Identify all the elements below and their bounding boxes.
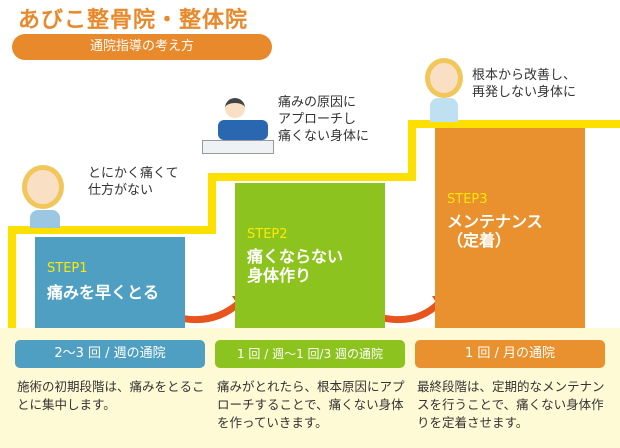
description-step3: 最終段階は、定期的なメンテナンスを行うことで、痛くない身体作りを定着させます。 bbox=[417, 379, 605, 430]
step3-box: STEP3 メンテナンス （定着） bbox=[435, 128, 585, 328]
treatment-bed-illustration bbox=[202, 140, 274, 154]
step-label: STEP3 bbox=[447, 192, 488, 207]
arrow-icon bbox=[179, 299, 243, 324]
step-label: STEP2 bbox=[247, 227, 288, 242]
frequency-badge-step2: 1 回 / 週〜1 回/3 週の通院 bbox=[215, 340, 405, 368]
caption-step3: 根本から改善し、 再発しない身体に bbox=[472, 68, 577, 100]
caption-step1: とにかく痛くて 仕方がない bbox=[88, 166, 179, 198]
woman-in-pain-illustration bbox=[22, 165, 64, 209]
page-title: あびこ整骨院・整体院 bbox=[18, 8, 249, 33]
caption-step2: 痛みの原因に アプローチし 痛くない身体に bbox=[278, 95, 370, 144]
description-step1: 施術の初期段階は、痛みをとることに集中します。 bbox=[17, 379, 205, 412]
patient-illustration bbox=[218, 120, 268, 140]
arrow-icon bbox=[382, 299, 443, 324]
step1-box: STEP1 痛みを早くとる bbox=[35, 237, 185, 328]
therapist-illustration bbox=[225, 98, 245, 118]
frequency-badge-step3: 1 回 / 月の通院 bbox=[415, 340, 605, 368]
subtitle-badge: 通院指導の考え方 bbox=[12, 34, 272, 60]
woman-body-illustration bbox=[30, 210, 60, 228]
happy-woman-illustration bbox=[425, 58, 463, 98]
step2-box: STEP2 痛くならない 身体作り bbox=[235, 183, 385, 328]
step-title: 痛くならない 身体作り bbox=[247, 247, 344, 285]
frequency-section: 2〜3 回 / 週の通院 1 回 / 週〜1 回/3 週の通院 1 回 / 月の… bbox=[0, 328, 620, 448]
frequency-badge-step1: 2〜3 回 / 週の通院 bbox=[15, 340, 205, 368]
step-label: STEP1 bbox=[47, 261, 88, 276]
description-step2: 痛みがとれたら、根本原因にアプローチすることで、痛くない身体を作っていきます。 bbox=[217, 379, 405, 430]
step-title: 痛みを早くとる bbox=[47, 283, 160, 302]
step-title: メンテナンス （定着） bbox=[447, 212, 543, 250]
happy-woman-body-illustration bbox=[430, 98, 458, 122]
